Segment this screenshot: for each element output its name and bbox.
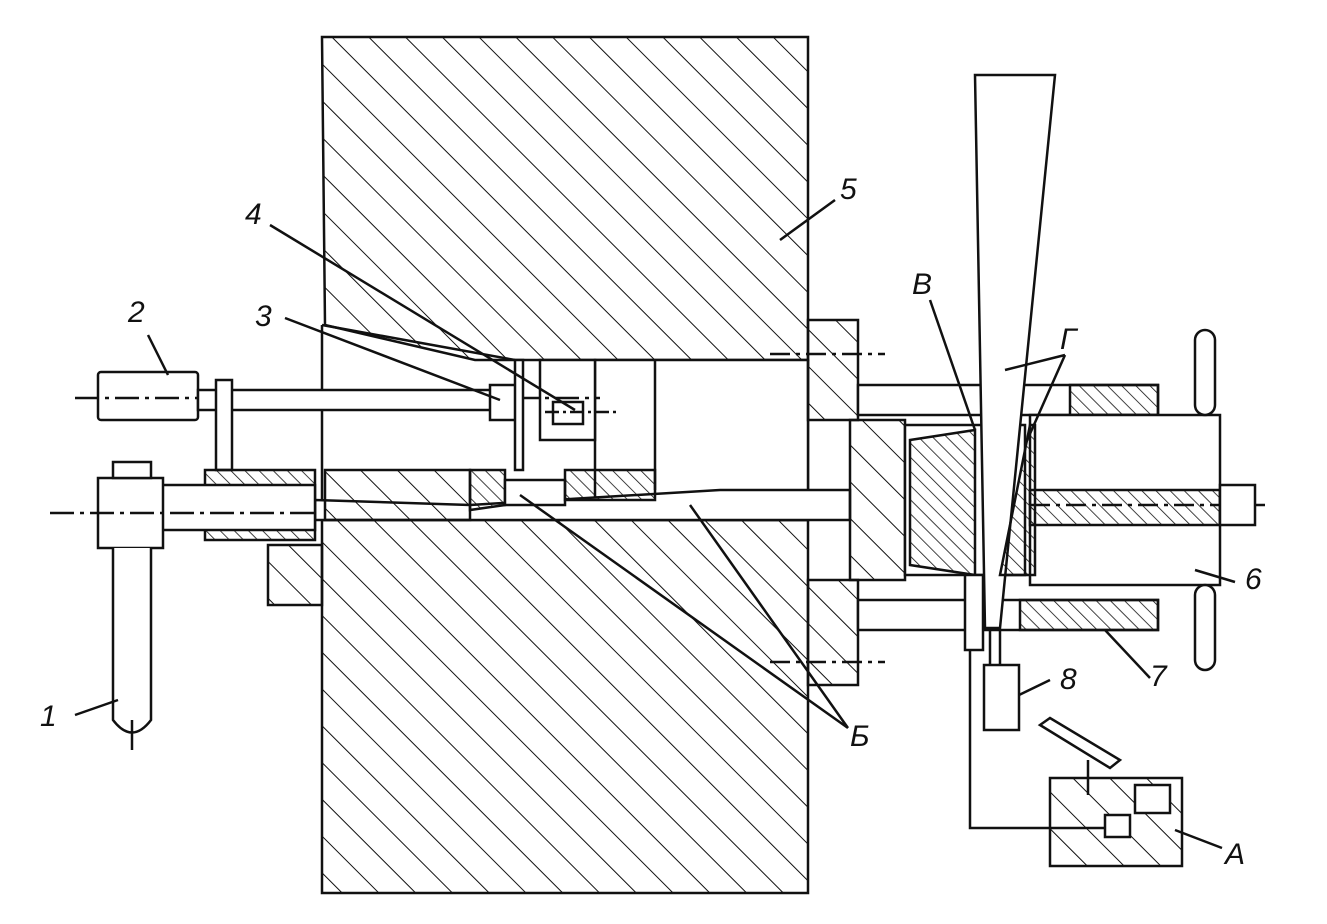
- label-1: 1: [40, 700, 57, 733]
- label-7: 7: [1150, 660, 1167, 693]
- label-3: 3: [255, 300, 272, 333]
- main-block-upper: [320, 35, 810, 362]
- label-G: Г: [1060, 323, 1077, 356]
- label-B: Б: [850, 720, 870, 753]
- label-V: В: [912, 268, 933, 301]
- label-8: 8: [1060, 663, 1077, 696]
- main-block-lower: [320, 518, 810, 895]
- label-4: 4: [245, 198, 262, 231]
- label-5: 5: [840, 173, 857, 206]
- label-A: А: [1225, 838, 1246, 871]
- label-2: 2: [128, 296, 145, 329]
- label-6: 6: [1245, 563, 1262, 596]
